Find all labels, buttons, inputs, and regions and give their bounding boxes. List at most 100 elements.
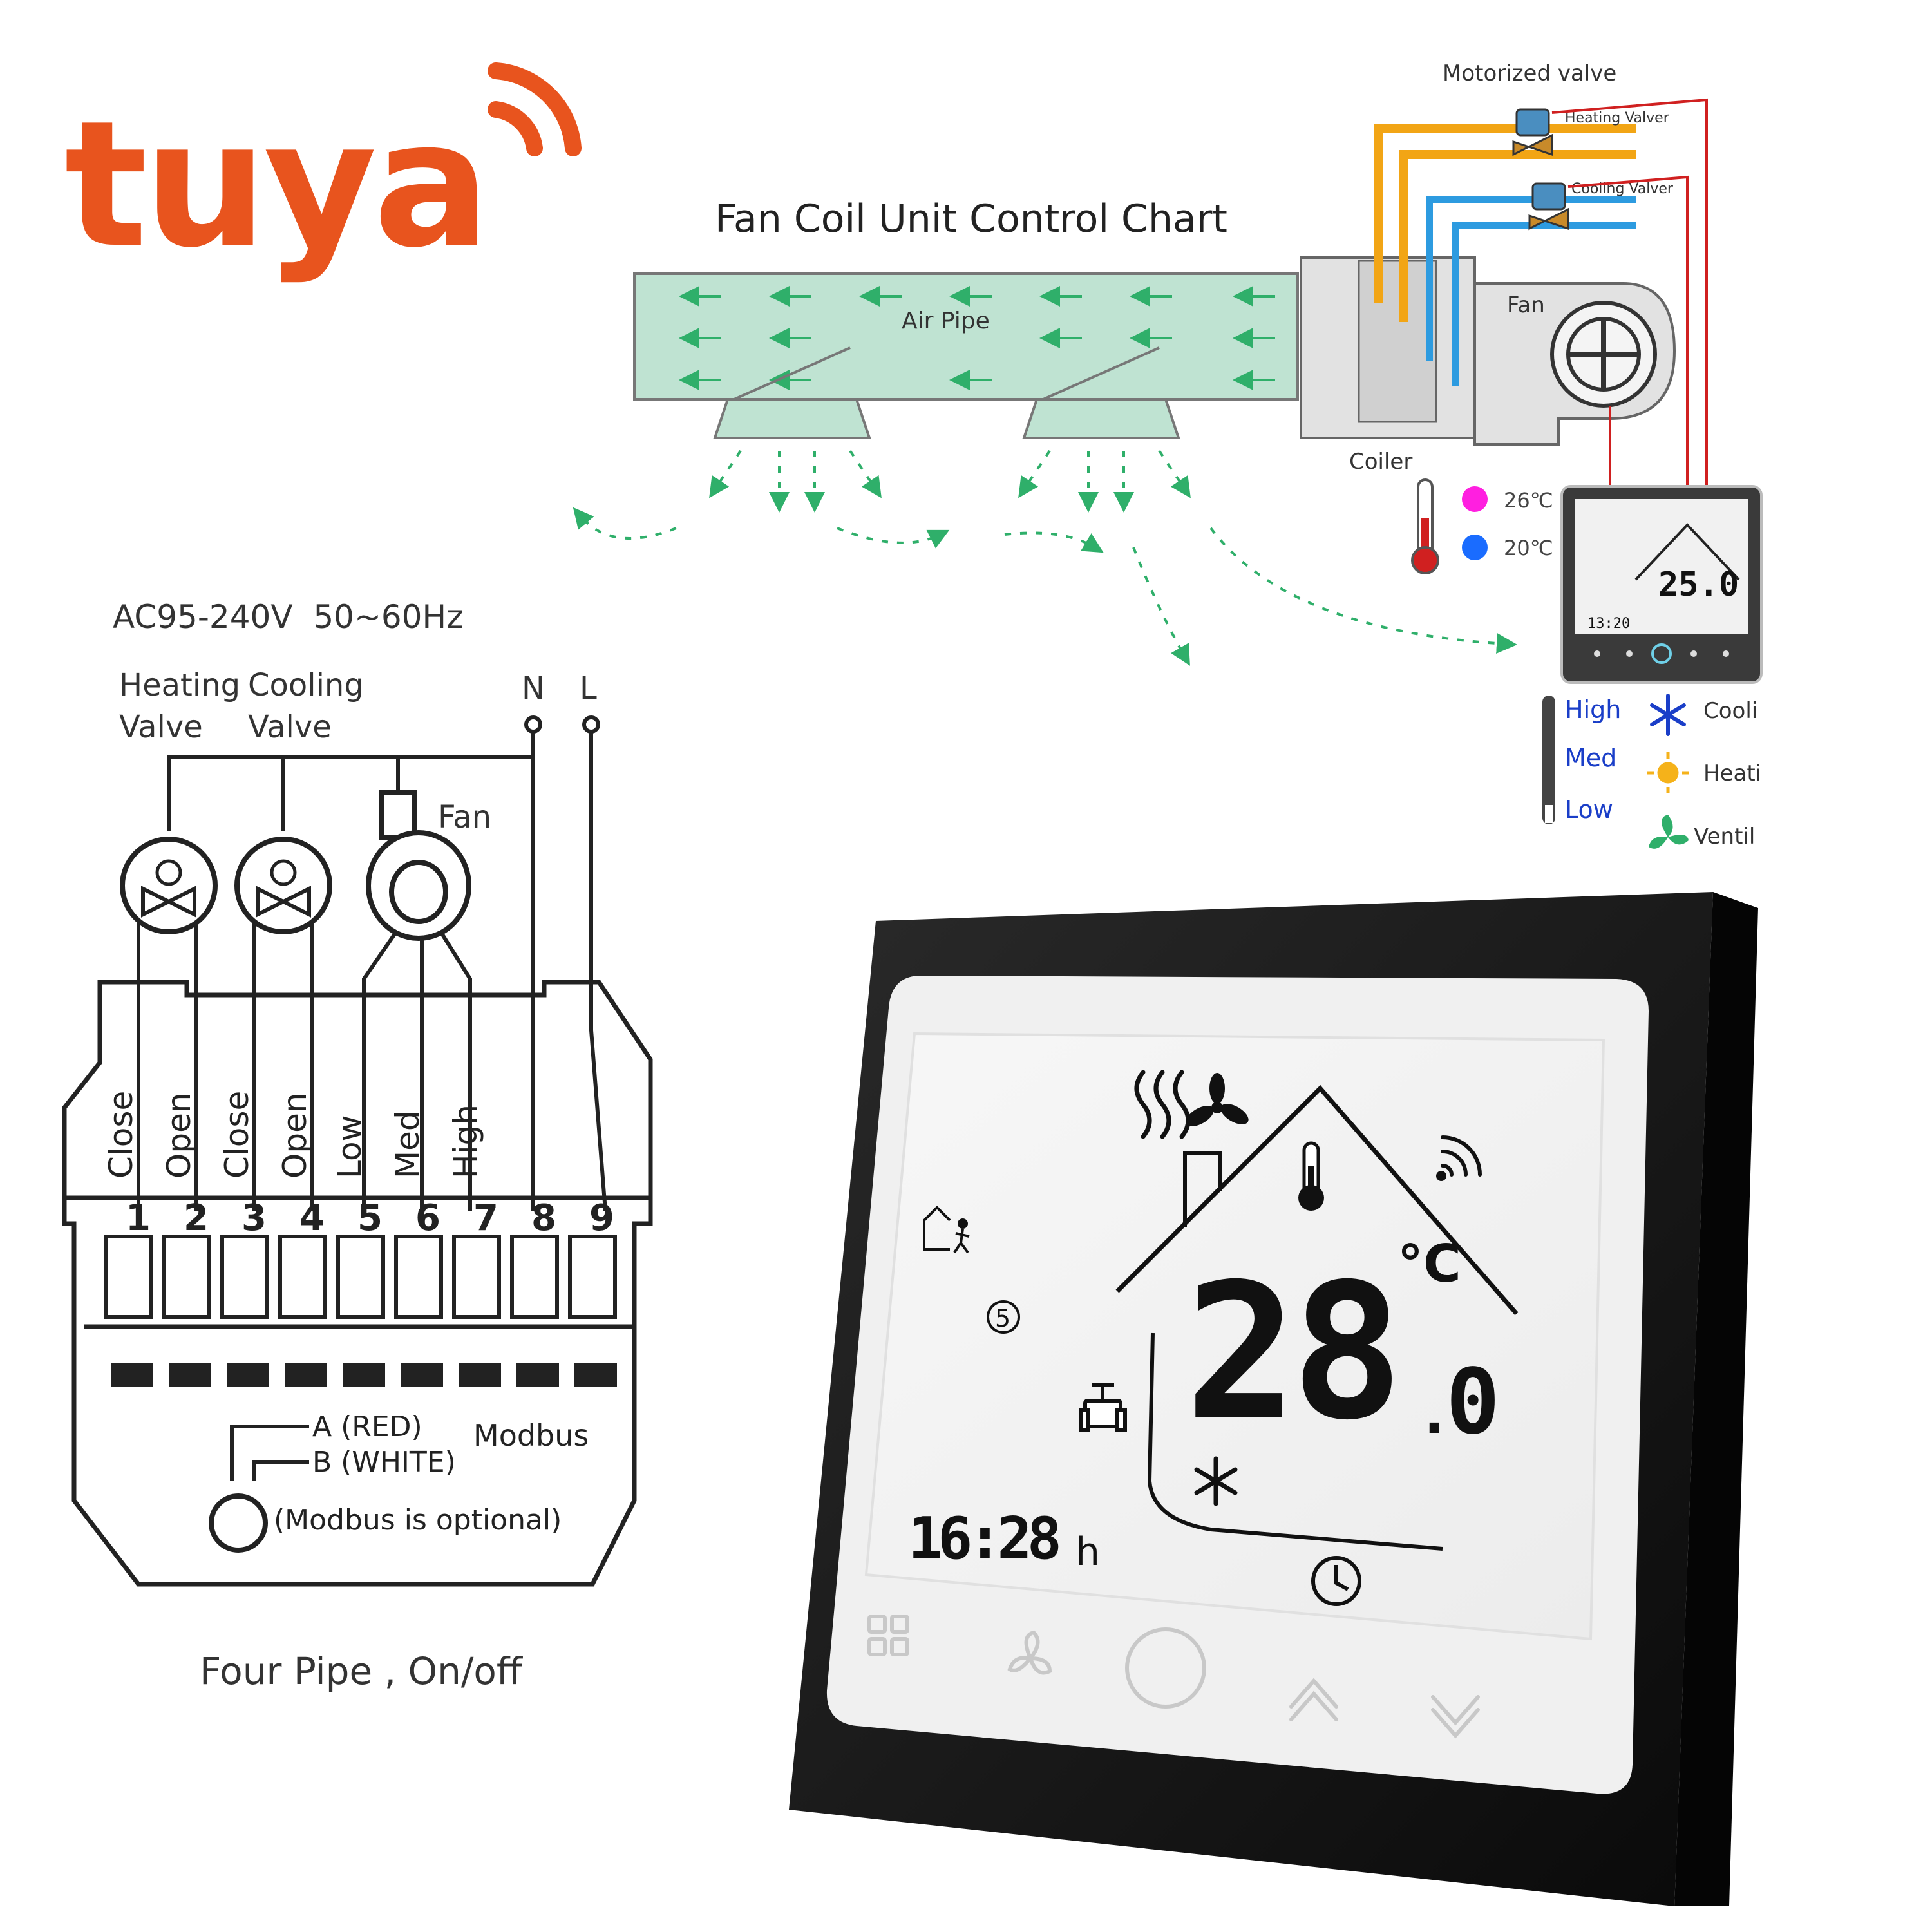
motorized-valve-label: Motorized valve — [1443, 61, 1616, 86]
cooling-valve-label-1: Cooling — [248, 667, 364, 703]
wiring-caption: Four Pipe , On/off — [200, 1649, 524, 1693]
thermometer-icon — [1411, 478, 1439, 574]
tuya-logo-text: tuya — [64, 83, 486, 286]
terminal-4-function: Open — [276, 1092, 314, 1179]
power-button[interactable] — [1125, 1627, 1206, 1709]
terminal-5-function: Low — [331, 1115, 368, 1179]
thermostat-device: 5 28 . 0 °C 16:28 h — [789, 892, 1758, 1906]
diffuser-right — [1022, 346, 1180, 439]
terminal-number-5: 5 — [357, 1197, 383, 1239]
terminal-2-function: Open — [160, 1092, 198, 1179]
lcd-wifi-icon — [1436, 1135, 1482, 1181]
lcd-snowflake-icon — [1194, 1456, 1238, 1506]
terminal-number-1: 1 — [126, 1197, 151, 1239]
fan-symbol — [366, 790, 471, 941]
modbus-label: Modbus — [473, 1418, 589, 1453]
controller-body — [62, 980, 653, 1587]
schedule-clock-icon — [1311, 1556, 1361, 1606]
down-button[interactable] — [1431, 1695, 1480, 1739]
cooling-valve-label-2: Valve — [248, 709, 332, 745]
high-temp-label: 26℃ — [1504, 488, 1553, 513]
fan-label: Fan — [1507, 292, 1545, 318]
heating-valve-label-2: Valve — [119, 709, 203, 745]
mini-thermostat-clock: 13:20 — [1587, 616, 1630, 632]
heating-valve-label-1: Heating — [119, 667, 240, 703]
fan-speed-low: Low — [1565, 795, 1613, 824]
terminal-number-3: 3 — [242, 1197, 267, 1239]
modbus-b-label: B (WHITE) — [312, 1446, 456, 1479]
valve-icon — [1079, 1383, 1127, 1432]
supply-voltage: AC95-240V 50~60Hz — [113, 598, 463, 636]
neutral-terminal — [524, 715, 542, 734]
terminal-number-9: 9 — [589, 1197, 614, 1239]
temperature-decimal-point: . — [1417, 1379, 1452, 1447]
mode-ventilation: Ventil — [1694, 824, 1755, 849]
low-temp-dot — [1462, 535, 1488, 560]
away-mode-icon — [923, 1206, 970, 1254]
low-temp-label: 20℃ — [1504, 536, 1553, 560]
terminal-number-6: 6 — [415, 1197, 440, 1239]
terminal-number-4: 4 — [299, 1197, 325, 1239]
tuya-logo: tuya — [64, 62, 582, 286]
ventilation-icon — [1649, 815, 1689, 849]
wires — [137, 732, 607, 1211]
lcd-display — [1115, 1070, 1519, 1551]
cooling-valve-label: Cooling Valver — [1571, 181, 1674, 197]
temperature-unit: °C — [1397, 1234, 1461, 1294]
coil — [1358, 260, 1437, 423]
lcd-thermometer-icon — [1298, 1141, 1324, 1211]
terminal-6-function: Med — [389, 1110, 426, 1179]
control-wires — [1551, 98, 1708, 489]
mini-thermostat: 25.0 13:20 — [1560, 485, 1763, 684]
terminal-number-2: 2 — [184, 1197, 209, 1239]
cooling-valve-icon — [1528, 182, 1569, 231]
terminal-number-7: 7 — [473, 1197, 498, 1239]
line-label: L — [580, 670, 597, 706]
modbus-a-label: A (RED) — [312, 1410, 422, 1443]
coiler-label: Coiler — [1349, 449, 1412, 475]
terminal-functions: Close Open Close Open Low Med High — [102, 1091, 484, 1179]
fan-wire-label: Fan — [438, 799, 491, 835]
heating-valve-symbol — [120, 837, 218, 934]
mode-legend: Cooli Heati Ventil — [1647, 694, 1761, 849]
line-terminal — [582, 715, 600, 734]
menu-button[interactable] — [867, 1615, 909, 1656]
cooling-valve-symbol — [234, 837, 332, 934]
temperature-reading: 28 — [1185, 1244, 1397, 1461]
fan-speed-button[interactable] — [1007, 1630, 1052, 1675]
chart-title: Fan Coil Unit Control Chart — [715, 196, 1227, 242]
mode-cooling: Cooli — [1703, 698, 1757, 724]
terminal-number-8: 8 — [531, 1197, 556, 1239]
mini-thermostat-temperature: 25.0 — [1658, 565, 1739, 604]
snowflake-icon — [1650, 694, 1686, 736]
diffuser-left — [713, 346, 871, 439]
fan-icon — [1473, 282, 1676, 446]
air-pipe-label: Air Pipe — [902, 308, 990, 334]
program-index: 5 — [995, 1304, 1010, 1332]
heating-waves-icon — [1134, 1070, 1191, 1139]
supply-air-arrows — [573, 450, 1517, 666]
neutral-label: N — [522, 670, 545, 706]
hot-water-pipes — [1374, 124, 1636, 322]
modbus-note: (Modbus is optional) — [274, 1504, 562, 1537]
clock-suffix: h — [1075, 1530, 1100, 1575]
terminal-numbers: 1 2 3 4 5 6 7 8 9 — [126, 1197, 614, 1239]
fan-speed-legend: High Med Low — [1542, 696, 1621, 824]
terminal-block — [104, 1235, 617, 1387]
lcd-fan-icon — [1186, 1073, 1249, 1126]
terminal-1-function: Close — [102, 1091, 140, 1179]
high-temp-dot — [1462, 486, 1488, 512]
up-button[interactable] — [1289, 1678, 1338, 1721]
program-index-badge: 5 — [987, 1300, 1020, 1334]
wiring-diagram: AC95-240V 50~60Hz Heating Valve Cooling … — [62, 598, 653, 1693]
cold-water-pipes — [1426, 196, 1636, 386]
sun-icon — [1647, 752, 1689, 793]
wifi-signal-icon — [488, 62, 582, 156]
terminal-3-function: Close — [218, 1091, 256, 1179]
fan-coil-control-chart: Fan Coil Unit Control Chart Air Pipe — [573, 61, 1763, 849]
mode-heating: Heati — [1703, 761, 1761, 786]
fan-speed-high: High — [1565, 696, 1621, 724]
temperature-decimal: 0 — [1446, 1350, 1500, 1455]
clock-reading: 16:28 — [908, 1505, 1059, 1573]
fan-speed-med: Med — [1565, 744, 1616, 772]
